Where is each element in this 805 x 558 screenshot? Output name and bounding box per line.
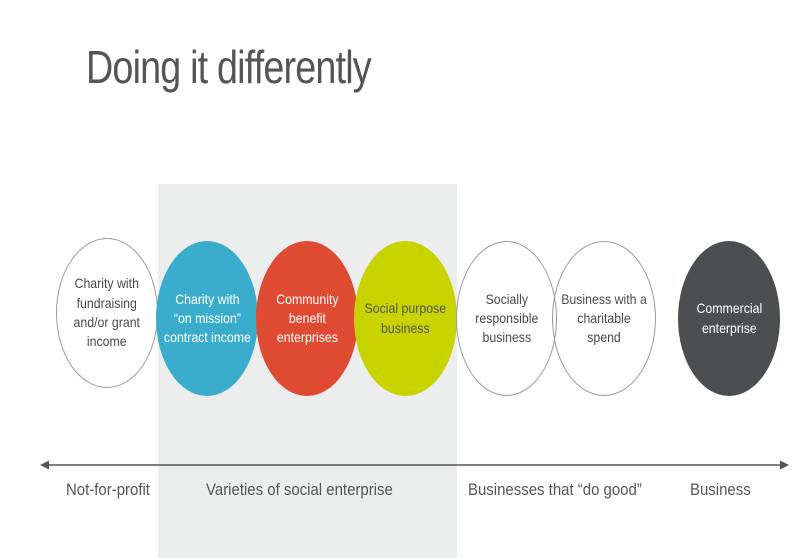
circle-label: Charity with “on mission” contract incom…: [163, 290, 251, 346]
circle-label: Social purpose business: [364, 300, 447, 336]
circle-charity-on-mission: Charity with “on mission” contract incom…: [156, 241, 258, 396]
page-title: Doing it differently: [86, 41, 372, 93]
spectrum-axis-arrow: [40, 460, 789, 470]
circle-community-benefit: Community benefit enterprises: [256, 241, 358, 396]
axis-label-not-for-profit: Not-for-profit: [66, 480, 150, 499]
circle-label: Commercial enterprise: [696, 300, 762, 336]
circle-label: Socially responsible business: [474, 290, 539, 346]
circle-social-purpose: Social purpose business: [354, 241, 457, 396]
circle-charity-fundraising: Charity with fundraising and/or grant in…: [56, 238, 158, 388]
circle-label: Charity with fundraising and/or grant in…: [73, 275, 141, 350]
axis-label-social-enterprise: Varieties of social enterprise: [206, 480, 393, 499]
circle-label: Business with a charitable spend: [561, 290, 647, 346]
axis-label-do-good: Businesses that “do good”: [468, 480, 642, 499]
circle-socially-responsible: Socially responsible business: [456, 241, 557, 396]
circle-label: Community benefit enterprises: [275, 290, 339, 346]
circle-commercial-enterprise: Commercial enterprise: [678, 241, 780, 396]
circle-charitable-spend: Business with a charitable spend: [552, 241, 656, 396]
axis-label-business: Business: [690, 480, 751, 499]
